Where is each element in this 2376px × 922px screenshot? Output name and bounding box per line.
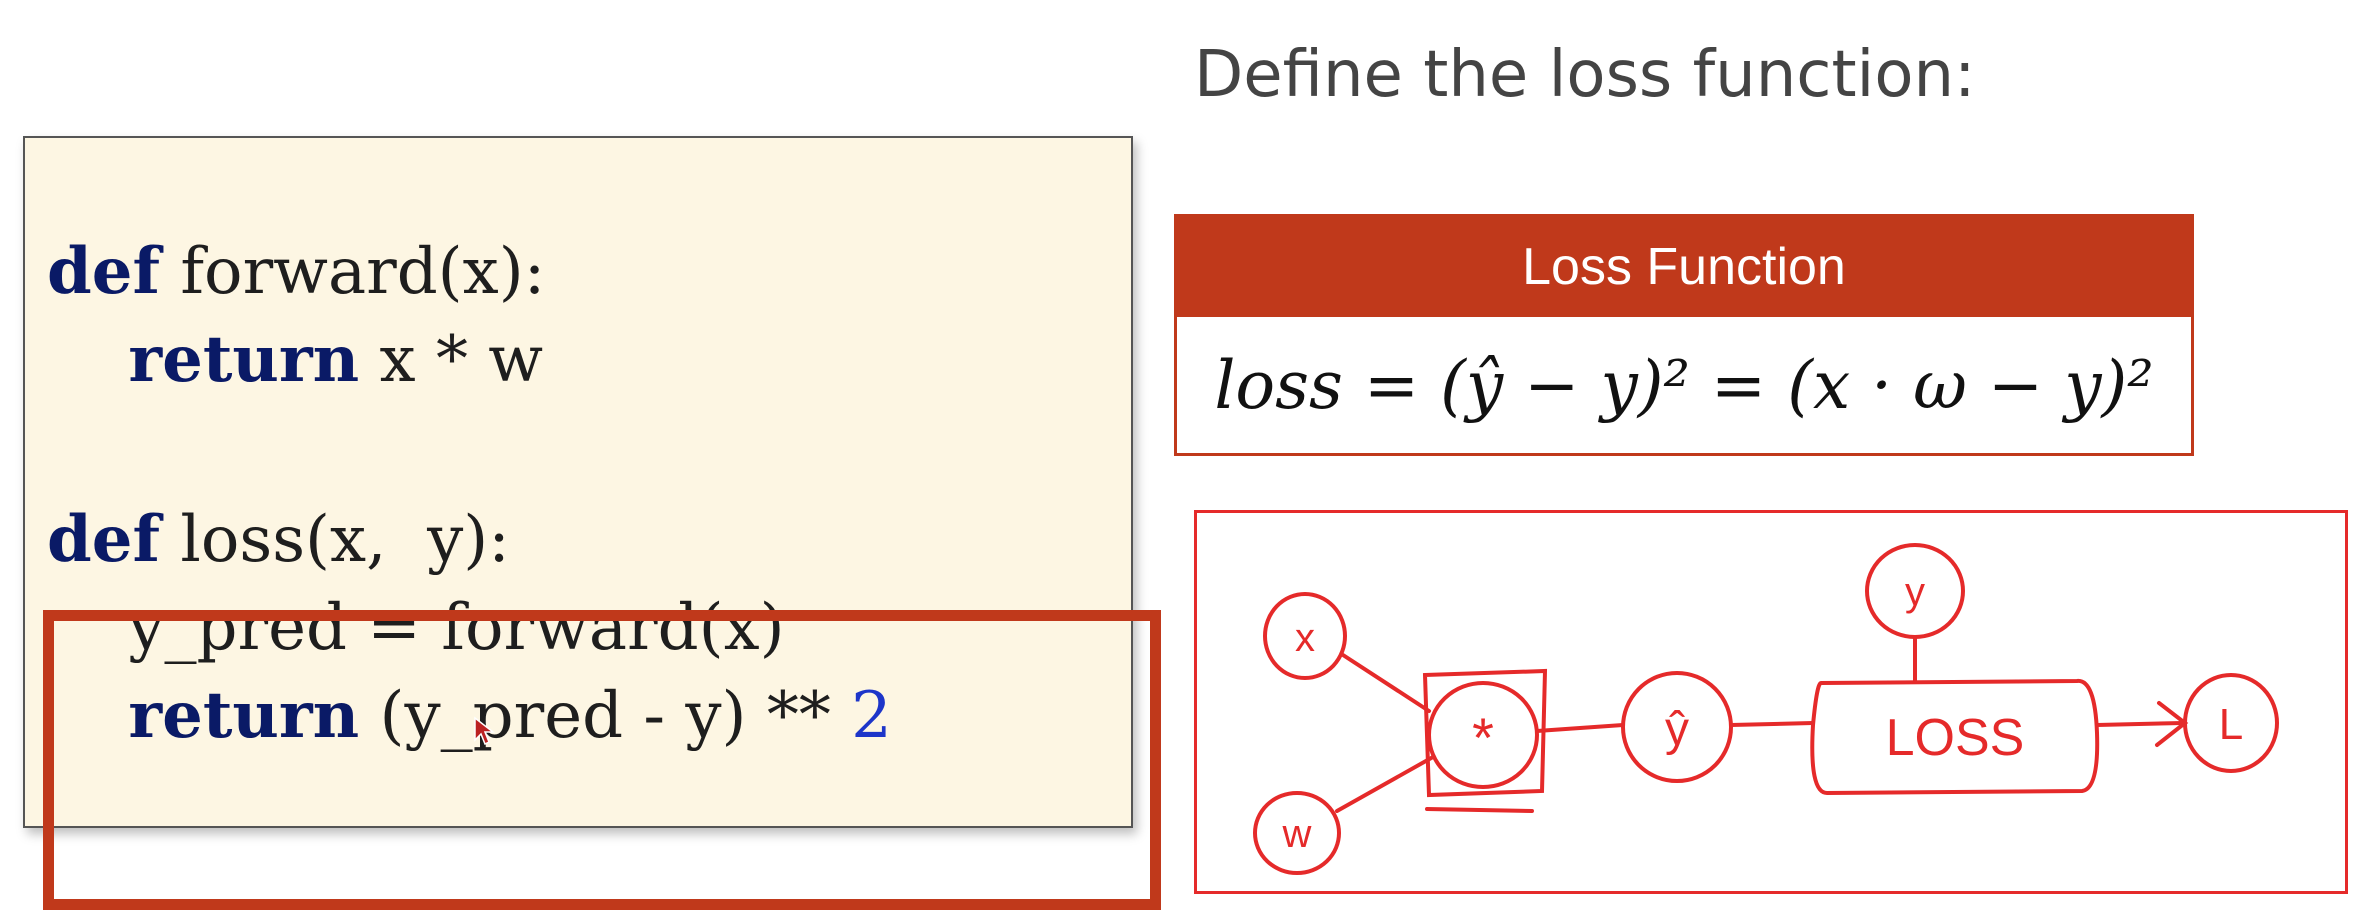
edge-yhat-loss: [1729, 721, 1815, 727]
page-heading: Define the loss function:: [1194, 38, 1976, 112]
arrowhead-icon: [2155, 701, 2189, 747]
keyword-def: def: [47, 502, 160, 577]
computation-graph-sketch: x w * ŷ y LOSS L: [1194, 510, 2348, 894]
code-panel: def forward(x): return x * w def loss(x,…: [23, 136, 1161, 910]
loss-function-card: Loss Function loss = (ŷ − y)² = (x · ω −…: [1174, 214, 2194, 456]
code-line-2: return x * w: [47, 328, 543, 393]
code-line-5: return (y_pred - y) ** 2: [47, 684, 892, 749]
edge-x-mul: [1341, 653, 1431, 713]
code-line-3: def loss(x, y):: [47, 508, 510, 573]
code-text: (y_pred - y) **: [359, 679, 852, 753]
code-line-4: y_pred = forward(x): [47, 591, 785, 665]
node-x-circle: [1263, 592, 1347, 680]
keyword-return: return: [128, 322, 360, 397]
edge-w-mul: [1335, 755, 1435, 813]
keyword-def: def: [47, 234, 160, 309]
node-w-label: w: [1282, 812, 1312, 856]
keyword-return: return: [128, 678, 360, 753]
edge-mul-yhat: [1535, 723, 1625, 733]
cursor-arrow-icon: [473, 716, 496, 751]
loss-formula: loss = (ŷ − y)² = (x · ω − y)²: [1214, 346, 2154, 424]
node-mul-underline: [1425, 807, 1534, 813]
node-x-label: x: [1295, 616, 1315, 660]
node-w-circle: [1253, 791, 1341, 875]
loss-card-title: Loss Function: [1177, 217, 2191, 317]
code-line-1: def forward(x):: [47, 240, 545, 305]
code-text: forward(x):: [160, 235, 546, 309]
number-literal: 2: [851, 679, 892, 753]
edge-loss-L: [2095, 721, 2185, 727]
code-text: loss(x, y):: [160, 503, 510, 577]
node-L-label: L: [2219, 700, 2243, 749]
node-mul-box: [1422, 668, 1548, 798]
node-yhat-label: ŷ: [1665, 703, 1689, 756]
code-text: x * w: [359, 323, 544, 397]
node-loss-box: [1810, 679, 2100, 796]
loss-function-highlight: [43, 610, 1161, 910]
node-y-label: y: [1905, 570, 1925, 614]
node-loss-label: LOSS: [1886, 709, 2025, 767]
computation-graph-svg: x w * ŷ y LOSS L: [1253, 543, 2279, 875]
node-mul-label: *: [1472, 706, 1494, 769]
